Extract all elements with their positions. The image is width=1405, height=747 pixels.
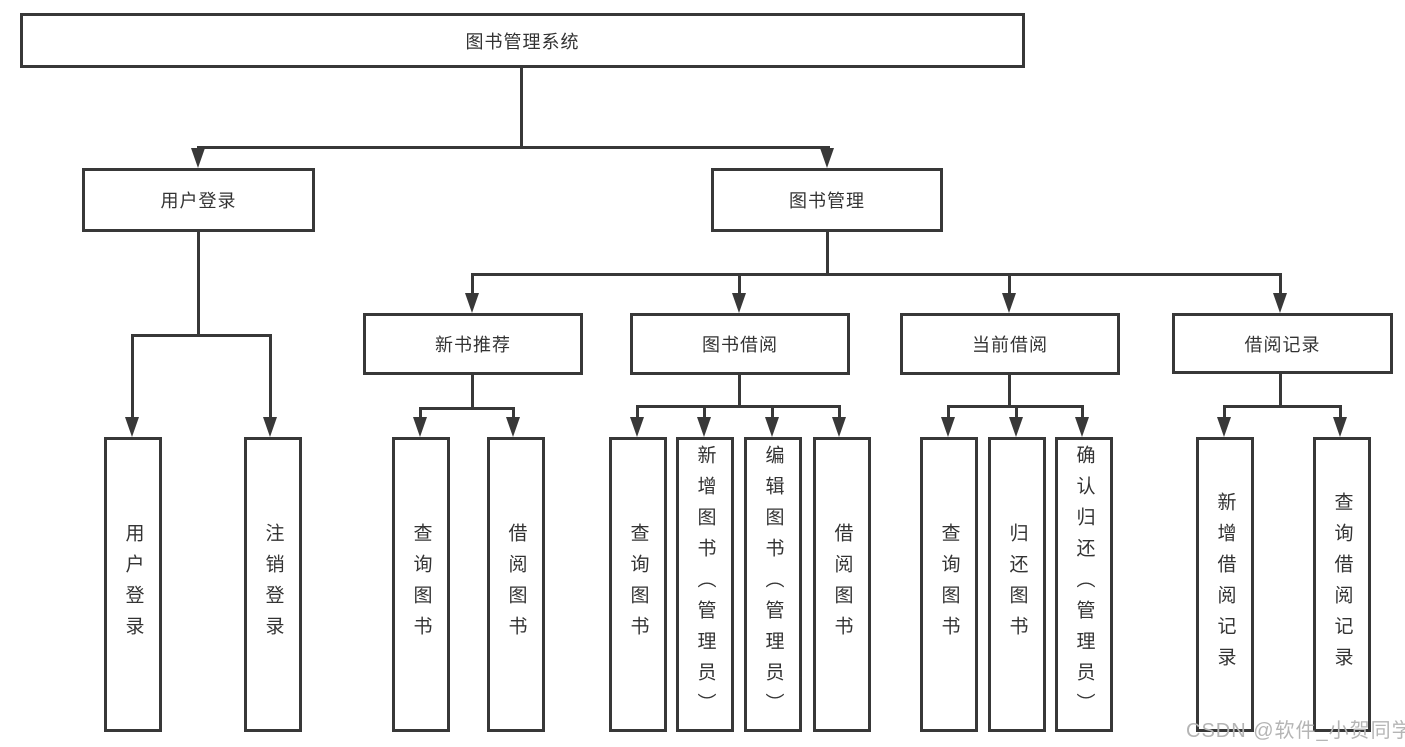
node-root: 图书管理系统 (20, 13, 1025, 68)
connector-drop-bb-borrow (838, 405, 841, 419)
connector-root-bar (197, 146, 830, 149)
connector-newbook-bar (419, 407, 515, 410)
arrowhead-borrow-records-icon (1273, 293, 1287, 313)
connector-drop-cb-query (947, 405, 950, 419)
arrowhead-logout-leaf-icon (263, 417, 277, 437)
connector-userlogin-bar (131, 334, 272, 337)
connector-drop-bb-add (703, 405, 706, 419)
arrowhead-cb-query-icon (941, 417, 955, 437)
node-current-borrow: 当前借阅 (900, 313, 1120, 375)
connector-newbook-stem (471, 375, 474, 407)
arrowhead-login-leaf-icon (125, 417, 139, 437)
arrowhead-bb-borrow-icon (832, 417, 846, 437)
node-book-borrow: 图书借阅 (630, 313, 850, 375)
node-current-borrow-label: 当前借阅 (972, 335, 1048, 355)
connector-records-stem (1279, 374, 1282, 405)
arrowhead-user-login-icon (191, 148, 205, 168)
leaf-newbook-query-label: 查询图书 (410, 522, 432, 647)
arrowhead-bb-edit-icon (765, 417, 779, 437)
leaf-logout-label: 注销登录 (262, 522, 284, 647)
connector-drop-new-book (471, 273, 474, 295)
leaf-borrow-book-label: 借阅图书 (831, 522, 853, 647)
connector-drop-borrow-records (1279, 273, 1282, 295)
connector-drop-cb-confirm (1081, 405, 1084, 419)
leaf-logout: 注销登录 (244, 437, 302, 732)
arrowhead-newbook-borrow-icon (506, 417, 520, 437)
arrowhead-cb-confirm-icon (1075, 417, 1089, 437)
node-new-book-recommend-label: 新书推荐 (435, 335, 511, 355)
leaf-current-query: 查询图书 (920, 437, 978, 732)
node-root-label: 图书管理系统 (465, 31, 580, 52)
connector-drop-login-leaf (131, 334, 134, 419)
connector-bookborrow-stem (738, 375, 741, 405)
connector-drop-bb-query (636, 405, 639, 419)
connector-drop-rec-query (1339, 405, 1342, 419)
leaf-confirm-return-label: 确认归还（管理员） (1073, 445, 1095, 724)
leaf-confirm-return: 确认归还（管理员） (1055, 437, 1113, 732)
connector-currentborrow-stem (1008, 375, 1011, 405)
node-user-login: 用户登录 (82, 168, 315, 232)
arrowhead-cb-return-icon (1009, 417, 1023, 437)
connector-drop-current-borrow (1008, 273, 1011, 295)
connector-bookborrow-bar (636, 405, 841, 408)
connector-userlogin-stem (197, 232, 200, 334)
node-user-login-label: 用户登录 (160, 191, 237, 211)
leaf-borrow-edit-label: 编辑图书（管理员） (762, 445, 784, 724)
leaf-user-login: 用户登录 (104, 437, 162, 732)
leaf-borrow-add-label: 新增图书（管理员） (694, 445, 716, 724)
node-new-book-recommend: 新书推荐 (363, 313, 583, 375)
leaf-return-book-label: 归还图书 (1006, 522, 1028, 647)
arrowhead-book-borrow-icon (732, 293, 746, 313)
node-borrow-records-label: 借阅记录 (1244, 334, 1321, 355)
leaf-borrow-book: 借阅图书 (813, 437, 871, 732)
connector-bookmgmt-stem (826, 232, 829, 273)
leaf-return-book: 归还图书 (988, 437, 1046, 732)
connector-drop-book-borrow (738, 273, 741, 295)
arrowhead-rec-query-icon (1333, 417, 1347, 437)
arrowhead-rec-add-icon (1217, 417, 1231, 437)
leaf-borrow-edit: 编辑图书（管理员） (744, 437, 802, 732)
leaf-record-add: 新增借阅记录 (1196, 437, 1254, 732)
leaf-record-query: 查询借阅记录 (1313, 437, 1371, 732)
arrowhead-new-book-icon (465, 293, 479, 313)
leaf-borrow-query-label: 查询图书 (627, 522, 649, 647)
connector-records-bar (1223, 405, 1342, 408)
leaf-newbook-borrow-label: 借阅图书 (505, 522, 527, 647)
leaf-current-query-label: 查询图书 (938, 522, 960, 647)
arrowhead-bb-add-icon (697, 417, 711, 437)
csdn-watermark: CSDN @软件_小贺同学 (1186, 720, 1405, 742)
connector-drop-newbook-borrow (512, 407, 515, 419)
connector-drop-newbook-query (419, 407, 422, 419)
node-borrow-records: 借阅记录 (1172, 313, 1393, 374)
leaf-record-add-label: 新增借阅记录 (1214, 491, 1236, 678)
arrowhead-current-borrow-icon (1002, 293, 1016, 313)
arrowhead-newbook-query-icon (413, 417, 427, 437)
leaf-borrow-query: 查询图书 (609, 437, 667, 732)
leaf-record-query-label: 查询借阅记录 (1331, 491, 1353, 678)
connector-drop-rec-add (1223, 405, 1226, 419)
arrowhead-bb-query-icon (630, 417, 644, 437)
connector-drop-logout-leaf (269, 334, 272, 419)
connector-bookmgmt-bar (471, 273, 1282, 276)
node-book-borrow-label: 图书借阅 (702, 335, 778, 355)
arrowhead-book-management-icon (820, 148, 834, 168)
leaf-newbook-borrow: 借阅图书 (487, 437, 545, 732)
leaf-borrow-add: 新增图书（管理员） (676, 437, 734, 732)
connector-root-stem (520, 68, 523, 146)
node-book-management: 图书管理 (711, 168, 943, 232)
leaf-user-login-label: 用户登录 (122, 522, 144, 647)
node-book-management-label: 图书管理 (789, 191, 865, 211)
connector-drop-bb-edit (771, 405, 774, 419)
leaf-newbook-query: 查询图书 (392, 437, 450, 732)
connector-drop-cb-return (1015, 405, 1018, 419)
